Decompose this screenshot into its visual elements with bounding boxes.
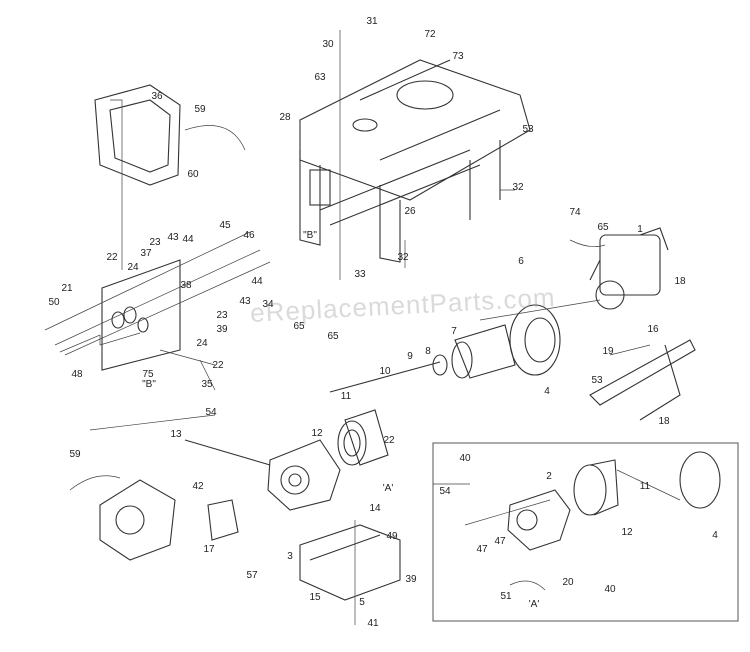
part-callout: 24 xyxy=(127,262,139,273)
part-callout: 4 xyxy=(712,530,718,541)
part-callout: 37 xyxy=(140,248,152,259)
part-callout: 5 xyxy=(359,597,365,608)
part-callout: 18 xyxy=(658,416,670,427)
part-callout: 4 xyxy=(544,386,550,397)
part-callout: 49 xyxy=(386,531,398,542)
part-callout: 6 xyxy=(518,256,524,267)
part-callout: 23 xyxy=(216,310,228,321)
part-callout: 54 xyxy=(205,407,217,418)
part-callout: 34 xyxy=(262,299,274,310)
part-callout: 22 xyxy=(212,360,224,371)
part-callout: 12 xyxy=(621,527,633,538)
part-callout: 28 xyxy=(279,112,291,123)
inset-box xyxy=(432,442,739,622)
part-callout: 65 xyxy=(327,331,339,342)
part-callout: 19 xyxy=(602,346,614,357)
part-callout: 72 xyxy=(424,29,436,40)
rotor xyxy=(329,324,516,393)
part-callout: 74 xyxy=(569,207,581,218)
part-callout: 7 xyxy=(451,326,457,337)
part-callout: 24 xyxy=(196,338,208,349)
part-callout: 11 xyxy=(639,481,651,492)
part-callout: 22 xyxy=(106,252,118,263)
part-callout: 57 xyxy=(246,570,258,581)
part-callout: 73 xyxy=(452,51,464,62)
part-callout: 45 xyxy=(219,220,231,231)
control-panel xyxy=(44,99,271,371)
part-callout: 12 xyxy=(311,428,323,439)
part-callout: 26 xyxy=(404,206,416,217)
part-callout: 42 xyxy=(192,481,204,492)
inset-parts xyxy=(433,451,721,591)
part-callout: 23 xyxy=(149,237,161,248)
part-callout: 'A' xyxy=(382,483,394,494)
part-callout: 75 xyxy=(142,369,154,380)
part-callout: 3 xyxy=(287,551,293,562)
part-callout: 22 xyxy=(383,435,395,446)
part-callout: 38 xyxy=(180,280,192,291)
part-callout: 17 xyxy=(203,544,215,555)
part-callout: 18 xyxy=(674,276,686,287)
stator xyxy=(337,409,389,466)
engine xyxy=(569,227,669,310)
part-callout: 14 xyxy=(369,503,381,514)
part-callout: 11 xyxy=(340,391,352,402)
part-callout: 20 xyxy=(562,577,574,588)
part-callout: 9 xyxy=(407,351,413,362)
part-callout: 39 xyxy=(405,574,417,585)
mount-bracket xyxy=(589,339,696,421)
part-callout: "B" xyxy=(142,379,156,390)
part-callout: 13 xyxy=(170,429,182,440)
part-callout: 39 xyxy=(216,324,228,335)
part-callout: 47 xyxy=(476,544,488,555)
fan-housing xyxy=(479,299,601,376)
part-callout: 51 xyxy=(500,591,512,602)
part-callout: 32 xyxy=(512,182,524,193)
part-callout: 36 xyxy=(151,91,163,102)
part-callout: 43 xyxy=(239,296,251,307)
part-callout: 60 xyxy=(187,169,199,180)
part-callout: 41 xyxy=(367,618,379,629)
part-callout: 30 xyxy=(322,39,334,50)
part-callout: 10 xyxy=(379,366,391,377)
part-callout: 53 xyxy=(522,124,534,135)
part-callout: 59 xyxy=(194,104,206,115)
rear-cover xyxy=(69,475,176,561)
part-callout: 54 xyxy=(439,486,451,497)
frame xyxy=(299,140,501,263)
part-callout: 44 xyxy=(251,276,263,287)
part-callout: 46 xyxy=(243,230,255,241)
part-callout: 65 xyxy=(293,321,305,332)
part-callout: 40 xyxy=(604,584,616,595)
part-callout: 16 xyxy=(647,324,659,335)
part-callout: 35 xyxy=(201,379,213,390)
part-callout: 43 xyxy=(167,232,179,243)
part-callout: 33 xyxy=(354,269,366,280)
part-callout: 8 xyxy=(425,346,431,357)
cover-plate xyxy=(207,499,239,541)
part-callout: 'A' xyxy=(528,599,540,610)
base-bracket xyxy=(299,524,401,601)
end-bell xyxy=(184,439,341,511)
part-callout: 32 xyxy=(397,252,409,263)
part-callout: 1 xyxy=(637,224,643,235)
part-callout: 53 xyxy=(591,375,603,386)
fuel-tank xyxy=(299,59,531,201)
part-callout: 48 xyxy=(71,369,83,380)
control-box xyxy=(94,84,246,186)
part-callout: 31 xyxy=(366,16,378,27)
part-callout: 50 xyxy=(48,297,60,308)
part-callout: 47 xyxy=(494,536,506,547)
part-callout: 63 xyxy=(314,72,326,83)
part-callout: 40 xyxy=(459,453,471,464)
part-callout: 44 xyxy=(182,234,194,245)
part-callout: 21 xyxy=(61,283,73,294)
part-callout: 2 xyxy=(546,471,552,482)
part-callout: "B" xyxy=(303,230,317,241)
part-callout: 65 xyxy=(597,222,609,233)
part-callout: 15 xyxy=(309,592,321,603)
part-callout: 59 xyxy=(69,449,81,460)
